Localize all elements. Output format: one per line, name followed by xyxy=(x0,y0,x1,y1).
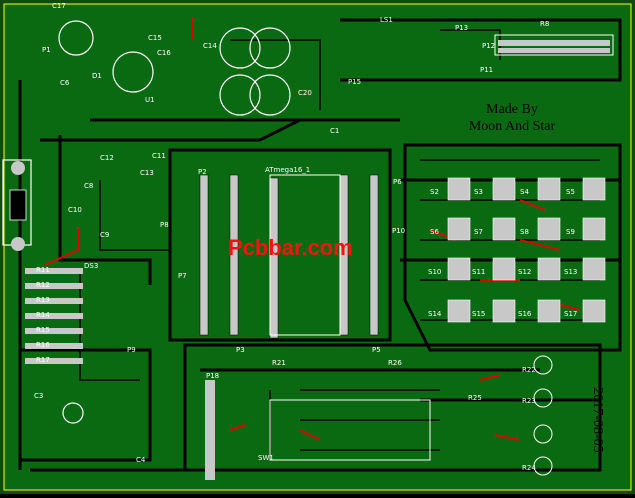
label-s8: S8 xyxy=(520,228,529,236)
label-s11: S11 xyxy=(472,268,485,276)
label-s3: S3 xyxy=(474,188,483,196)
label-s13: S13 xyxy=(564,268,577,276)
label-c9: C9 xyxy=(100,231,109,239)
label-s10: S10 xyxy=(428,268,441,276)
mcu-label: ATmega16_1 xyxy=(265,166,310,174)
label-p9: P9 xyxy=(127,346,136,354)
label-c3: C3 xyxy=(34,392,43,400)
label-c4: C4 xyxy=(136,456,146,464)
label-c10: C10 xyxy=(68,206,82,214)
top-right-header xyxy=(494,34,614,56)
label-sw1: SW1 xyxy=(258,454,274,462)
date-label: 2017-08-05 xyxy=(590,387,605,452)
switch-grid xyxy=(447,177,606,323)
transistors xyxy=(533,355,553,476)
label-r11: R11 xyxy=(36,266,50,274)
label-d1: D1 xyxy=(92,72,102,80)
label-r26: R26 xyxy=(388,359,402,367)
label-s17: S17 xyxy=(564,310,577,318)
mcu-headers xyxy=(199,174,379,339)
label-p5: P5 xyxy=(372,346,381,354)
silk-labels: P2 P3 P5 P6 P10 P7 P8 P9 P11 P12 P13 P15… xyxy=(34,2,577,472)
label-s7: S7 xyxy=(474,228,483,236)
label-c14: C14 xyxy=(203,42,217,50)
label-s9: S9 xyxy=(566,228,575,236)
label-s5: S5 xyxy=(566,188,575,196)
credit-line2: Moon And Star xyxy=(469,119,556,134)
p18-header xyxy=(205,380,215,480)
label-p7: P7 xyxy=(178,272,187,280)
label-c17: C17 xyxy=(52,2,66,10)
label-c20: C20 xyxy=(298,89,312,97)
led-resistor-column xyxy=(25,268,83,364)
label-r12: R12 xyxy=(36,281,50,289)
label-p1: P1 xyxy=(42,46,51,54)
label-r25: R25 xyxy=(468,394,482,402)
label-s15: S15 xyxy=(472,310,485,318)
label-c6: C6 xyxy=(60,79,70,87)
credit-line1: Made By xyxy=(486,102,538,117)
label-r16: R16 xyxy=(36,341,50,349)
label-r15: R15 xyxy=(36,326,50,334)
watermark: Pcbbar.com xyxy=(228,235,353,260)
label-s2: S2 xyxy=(430,188,439,196)
label-p12: P12 xyxy=(482,42,495,50)
label-r21: R21 xyxy=(272,359,286,367)
mcu-outline xyxy=(269,174,341,336)
label-c12: C12 xyxy=(100,154,114,162)
label-c8: C8 xyxy=(84,182,93,190)
label-r23: R23 xyxy=(522,397,536,405)
label-r17: R17 xyxy=(36,356,50,364)
credit-block: Made By Moon And Star xyxy=(430,97,595,137)
trace-regions xyxy=(18,18,622,472)
label-s14: S14 xyxy=(428,310,442,318)
label-c15: C15 xyxy=(148,34,162,42)
label-c13: C13 xyxy=(140,169,154,177)
label-c16: C16 xyxy=(157,49,171,57)
label-p2: P2 xyxy=(198,168,207,176)
label-u1: U1 xyxy=(145,96,155,104)
label-c1: C1 xyxy=(330,127,339,135)
db9-connector xyxy=(2,159,32,251)
label-r24: R24 xyxy=(522,464,536,472)
board-outline xyxy=(3,3,632,491)
label-p10: P10 xyxy=(392,227,405,235)
label-s4: S4 xyxy=(520,188,529,196)
bottom-module xyxy=(269,399,431,461)
label-ls1: LS1 xyxy=(380,16,393,24)
label-p3: P3 xyxy=(236,346,245,354)
label-ds3: DS3 xyxy=(84,262,98,270)
label-r14: R14 xyxy=(36,311,50,319)
label-r8: R8 xyxy=(540,20,549,28)
label-p13: P13 xyxy=(455,24,468,32)
label-c11: C11 xyxy=(152,152,166,160)
label-p6: P6 xyxy=(393,178,402,186)
label-s16: S16 xyxy=(518,310,532,318)
label-s6: S6 xyxy=(430,228,439,236)
label-p8: P8 xyxy=(160,221,169,229)
label-r22: R22 xyxy=(522,366,536,374)
electrolytic-caps xyxy=(58,20,291,424)
label-p18: P18 xyxy=(206,372,219,380)
label-p15: P15 xyxy=(348,78,361,86)
label-p11: P11 xyxy=(480,66,493,74)
label-r13: R13 xyxy=(36,296,50,304)
label-s12: S12 xyxy=(518,268,531,276)
